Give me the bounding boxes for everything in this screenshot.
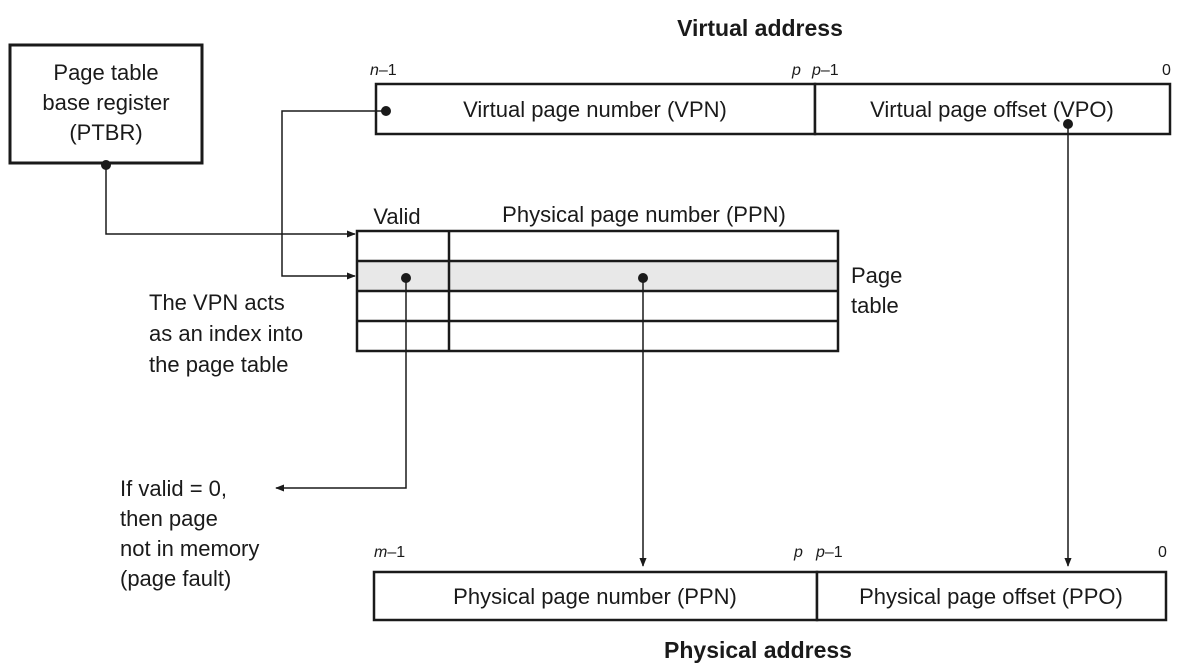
ptbr-to-table-arrow	[105, 167, 356, 238]
valid-column-header: Valid	[373, 204, 420, 229]
valid-dot	[401, 273, 411, 283]
pa-bit-high: m–1	[374, 544, 405, 561]
ppn-field	[372, 570, 819, 622]
virtual-address-bit-labels: n–1 p p–1 0	[370, 62, 1171, 79]
vpn-field	[374, 82, 817, 136]
pa-bit-p: p	[793, 544, 803, 561]
fault-note-line2: then page	[120, 506, 218, 531]
page-table	[355, 229, 840, 353]
page-table-label-line2: table	[851, 293, 899, 318]
ppo-label: Physical page offset (PPO)	[859, 584, 1123, 609]
physical-address-title: Physical address	[664, 637, 852, 663]
ppn-column-header: Physical page number (PPN)	[502, 202, 786, 227]
vpo-dot	[1063, 119, 1073, 129]
fault-note-line1: If valid = 0,	[120, 476, 227, 501]
va-bit-high: n–1	[370, 62, 397, 79]
pa-bit-zero: 0	[1158, 544, 1167, 561]
va-bit-zero: 0	[1162, 62, 1171, 79]
vpo-label: Virtual page offset (VPO)	[870, 97, 1114, 122]
vpn-note-line1: The VPN acts	[149, 290, 285, 315]
virtual-address-register: Virtual page number (VPN) Virtual page o…	[374, 82, 1172, 136]
physical-address-bit-labels: m–1 p p–1 0	[374, 544, 1167, 561]
vpn-label: Virtual page number (VPN)	[463, 97, 727, 122]
ppo-field	[815, 570, 1168, 622]
ptbr-line1: Page table	[53, 60, 158, 85]
fault-note-line4: (page fault)	[120, 566, 231, 591]
ppn-dot	[638, 273, 648, 283]
vpo-field	[813, 82, 1172, 136]
va-bit-p: p	[791, 62, 801, 79]
va-bit-p-minus-1: p–1	[811, 62, 839, 79]
ptbr-line3: (PTBR)	[69, 120, 142, 145]
ptbr-line2: base register	[42, 90, 169, 115]
vpn-dot	[381, 106, 391, 116]
page-table-row-highlight	[357, 261, 838, 291]
fault-note-line3: not in memory	[120, 536, 259, 561]
ptbr-box: Page table base register (PTBR)	[8, 43, 204, 165]
virtual-address-title: Virtual address	[677, 15, 843, 41]
ptbr-dot	[101, 160, 111, 170]
vpn-index-arrow	[281, 110, 386, 280]
connectors	[105, 110, 1072, 567]
vpn-note-line2: as an index into	[149, 321, 303, 346]
connector-dots	[101, 106, 1073, 283]
vpn-note-line3: the page table	[149, 352, 288, 377]
ppn-label: Physical page number (PPN)	[453, 584, 737, 609]
pa-bit-p-minus-1: p–1	[815, 544, 843, 561]
page-table-label-line1: Page	[851, 263, 902, 288]
valid-check-arrow	[275, 278, 407, 492]
physical-address-register: Physical page number (PPN) Physical page…	[372, 570, 1168, 622]
